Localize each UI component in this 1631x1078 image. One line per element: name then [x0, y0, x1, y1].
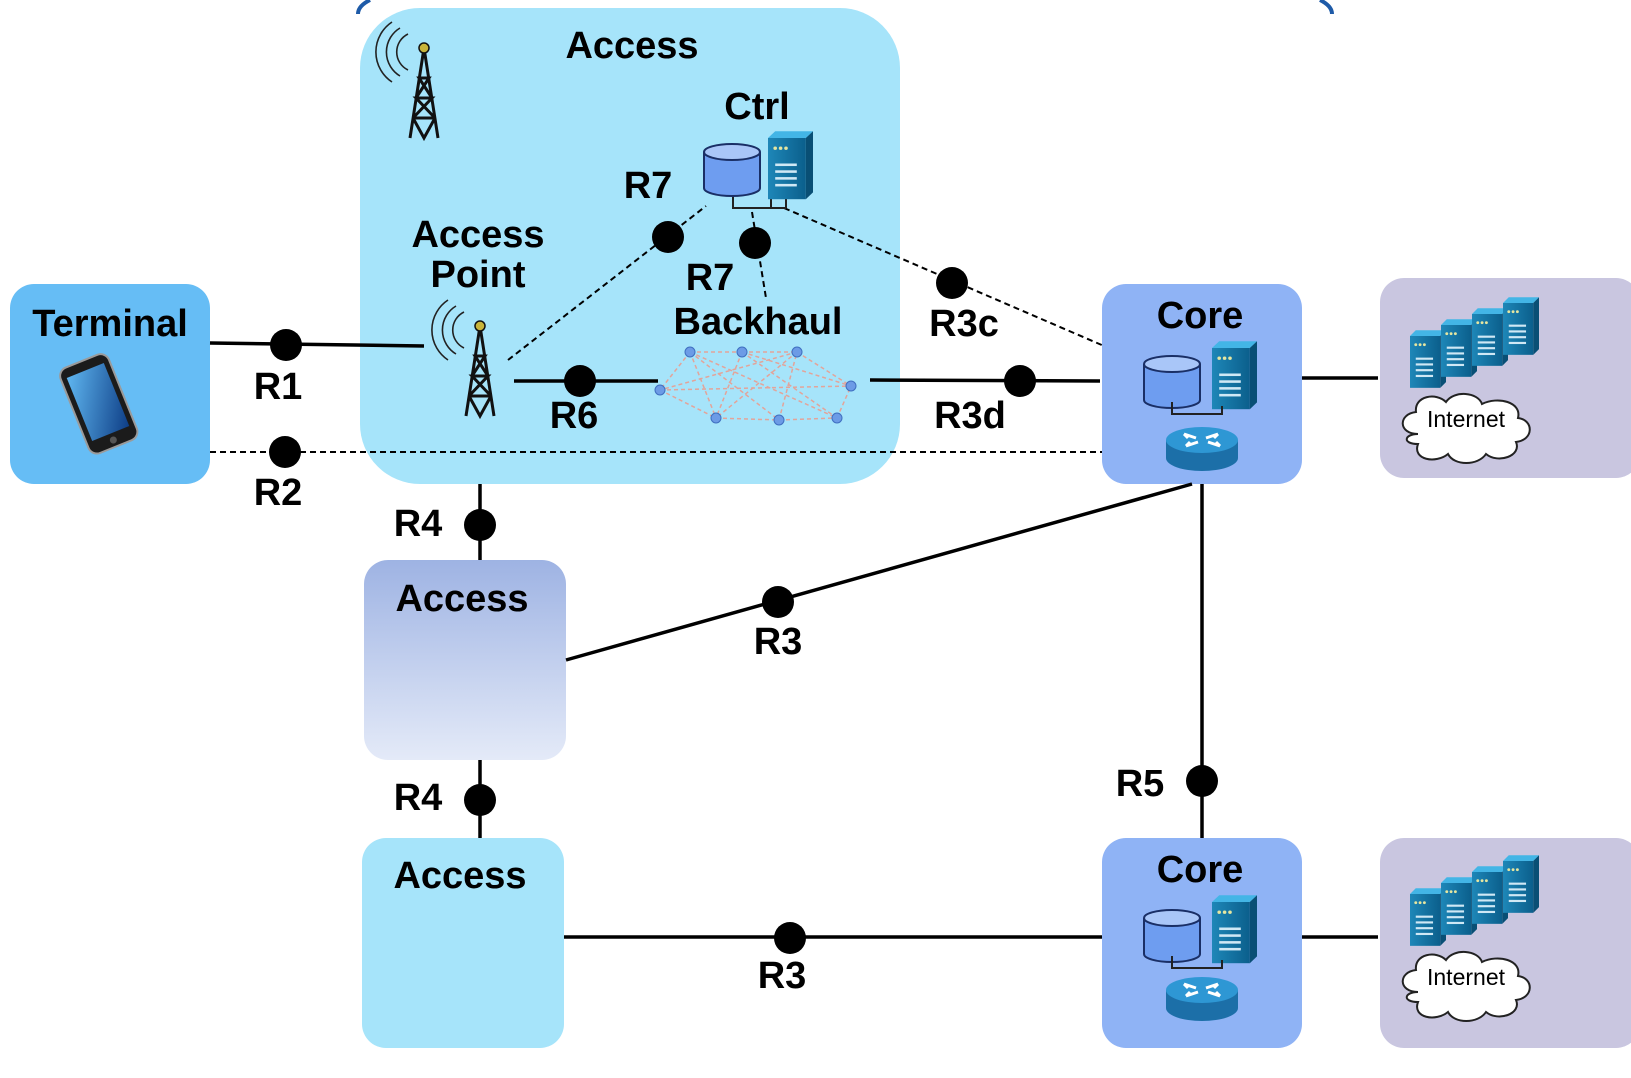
access-box-bottom[interactable]: [362, 838, 564, 1048]
core-connector-top: [1171, 402, 1223, 415]
ref-point-r4-top: [464, 509, 496, 541]
label-r7-left: R7: [624, 165, 673, 207]
ctrl-server-icon: [768, 131, 813, 200]
phone-icon: [59, 353, 139, 455]
ctrl-title: Ctrl: [724, 86, 789, 128]
ref-point-r3-bottom: [774, 922, 806, 954]
terminal-title: Terminal: [32, 303, 188, 345]
ref-point-r3d: [1004, 365, 1036, 397]
core-box-bottom[interactable]: [1102, 838, 1302, 1048]
backhaul-title: Backhaul: [674, 301, 843, 343]
access-box-mid[interactable]: [364, 560, 566, 760]
label-r1: R1: [254, 366, 303, 408]
core-top-title: Core: [1157, 295, 1244, 337]
core-box-top[interactable]: [1102, 284, 1302, 484]
label-r2: R2: [254, 472, 303, 514]
label-r5: R5: [1116, 763, 1165, 805]
internet-label-bottom: Internet: [1427, 964, 1506, 990]
router-icon-bottom: [1164, 975, 1240, 1023]
access-point-title-line1: Access: [411, 214, 544, 256]
label-r6: R6: [550, 395, 599, 437]
bracket-right-decoration: [1319, 0, 1334, 15]
ref-point-r1: [270, 329, 302, 361]
ref-point-r5: [1186, 765, 1218, 797]
link-r7-left: [507, 205, 707, 361]
core-server-icon-top: [1212, 341, 1257, 410]
ctrl-database-icon: [703, 143, 761, 197]
label-r3c: R3c: [929, 303, 999, 345]
core-bottom-title: Core: [1157, 849, 1244, 891]
core-server-icon-bottom: [1212, 895, 1257, 964]
ref-point-r7-right: [739, 227, 771, 259]
link-r3d: [869, 378, 1101, 383]
ref-point-r7-left: [652, 221, 684, 253]
ref-point-r3c: [936, 267, 968, 299]
router-icon-top: [1164, 425, 1240, 473]
ref-point-r6: [564, 365, 596, 397]
bracket-left-decoration: [356, 0, 371, 15]
access-mid-title: Access: [395, 578, 528, 620]
reference-points: [269, 221, 1218, 954]
ref-point-r2: [269, 436, 301, 468]
access-bottom-title: Access: [393, 855, 526, 897]
label-r3-mid: R3: [754, 621, 803, 663]
access-point-title-line2: Point: [431, 254, 526, 296]
core-connector-bottom: [1171, 956, 1223, 969]
access-domain-main: [360, 8, 900, 484]
label-r4-bottom: R4: [394, 777, 443, 819]
internet-label-top: Internet: [1427, 406, 1506, 432]
core-database-icon-bottom: [1143, 909, 1201, 963]
link-r3-mid: [565, 482, 1193, 662]
label-r3-bottom: R3: [758, 955, 807, 997]
label-r3d: R3d: [934, 395, 1006, 437]
core-database-icon-top: [1143, 355, 1201, 409]
ref-point-r4-bottom: [464, 784, 496, 816]
ref-point-r3-mid: [762, 586, 794, 618]
backhaul-mesh: [654, 346, 857, 426]
label-r7-right: R7: [686, 257, 735, 299]
access-main-title: Access: [565, 25, 698, 67]
label-r4-top: R4: [394, 503, 443, 545]
link-r1: [209, 341, 425, 348]
